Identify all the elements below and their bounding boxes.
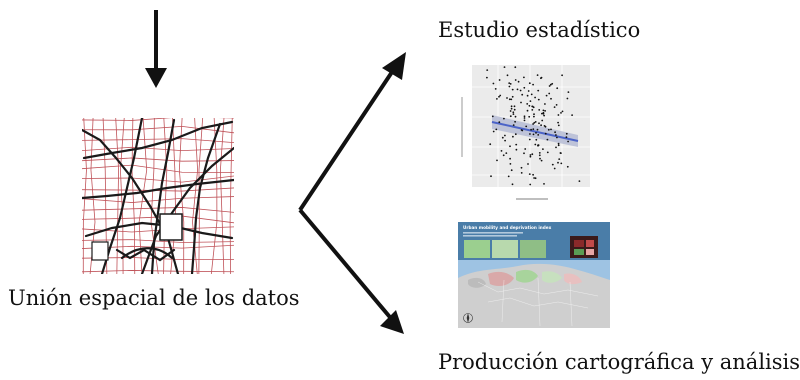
map-panel-title: Urban mobility and deprivation index [463, 225, 552, 230]
cartography-label: Producción cartográfica y análisis [438, 350, 800, 374]
spatial-join-label: Unión espacial de los datos [8, 286, 300, 310]
arrow-down-icon [145, 10, 167, 88]
compass-icon [463, 313, 473, 323]
scatter-plot-image [458, 57, 594, 211]
street-network-map-image [82, 118, 234, 274]
statistical-study-label: Estudio estadístico [438, 18, 641, 42]
branch-arrows-icon [298, 52, 406, 334]
choropleth-map-image: Urban mobility and deprivation index [458, 222, 610, 328]
